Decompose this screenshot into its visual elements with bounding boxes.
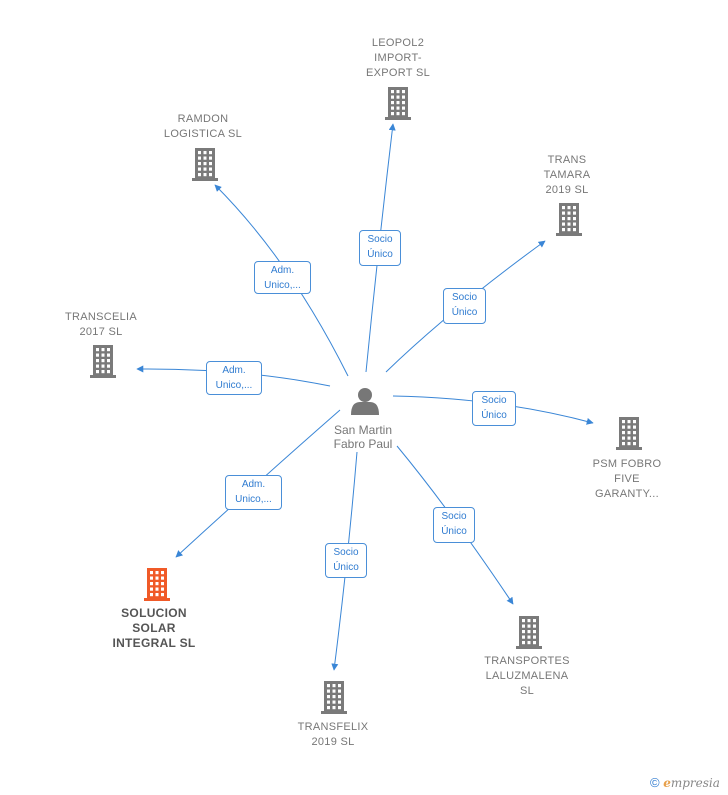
building-icon-trans-tamara[interactable] bbox=[556, 203, 582, 236]
company-label-transportes-laluzmalena[interactable]: TRANSPORTES LALUZMALENA SL bbox=[484, 655, 570, 697]
person-icon[interactable] bbox=[351, 388, 379, 415]
building-icon-transfelix[interactable] bbox=[321, 681, 347, 714]
relation-label-ramdon[interactable]: Adm. Unico,... bbox=[254, 261, 311, 294]
company-label-psm-fobro[interactable]: PSM FOBRO FIVE GARANTY... bbox=[592, 458, 662, 500]
company-label-transfelix[interactable]: TRANSFELIX 2019 SL bbox=[297, 721, 369, 748]
building-icon-solucion-solar[interactable] bbox=[144, 568, 170, 601]
brand-logo: empresia bbox=[663, 776, 720, 790]
building-icon-ramdon[interactable] bbox=[192, 148, 218, 181]
company-label-transcelia[interactable]: TRANSCELIA 2017 SL bbox=[64, 311, 138, 338]
relation-label-transportes-laluzmalena[interactable]: Socio Único bbox=[433, 507, 475, 543]
company-label-ramdon[interactable]: RAMDON LOGISTICA SL bbox=[163, 113, 243, 140]
copyright-icon: © bbox=[650, 775, 660, 790]
building-icon-transcelia[interactable] bbox=[90, 345, 116, 378]
relation-label-solucion-solar[interactable]: Adm. Unico,... bbox=[225, 475, 282, 510]
person-name-label[interactable]: San Martin Fabro Paul bbox=[333, 423, 393, 451]
relation-label-transfelix[interactable]: Socio Único bbox=[325, 543, 367, 578]
company-label-leopol2[interactable]: LEOPOL2 IMPORT- EXPORT SL bbox=[365, 37, 431, 79]
building-icon-transportes-laluzmalena[interactable] bbox=[516, 616, 542, 649]
company-label-solucion-solar[interactable]: SOLUCION SOLAR INTEGRAL SL bbox=[112, 606, 196, 650]
relation-label-psm-fobro[interactable]: Socio Único bbox=[472, 391, 516, 426]
relation-label-transcelia[interactable]: Adm. Unico,... bbox=[206, 361, 262, 395]
company-label-trans-tamara[interactable]: TRANS TAMARA 2019 SL bbox=[543, 154, 591, 196]
building-icon-psm-fobro[interactable] bbox=[616, 417, 642, 450]
building-icon-leopol2[interactable] bbox=[385, 87, 411, 120]
relation-label-leopol2[interactable]: Socio Único bbox=[359, 230, 401, 266]
footer-brand[interactable]: © empresia bbox=[650, 775, 720, 790]
relation-label-trans-tamara[interactable]: Socio Único bbox=[443, 288, 486, 324]
